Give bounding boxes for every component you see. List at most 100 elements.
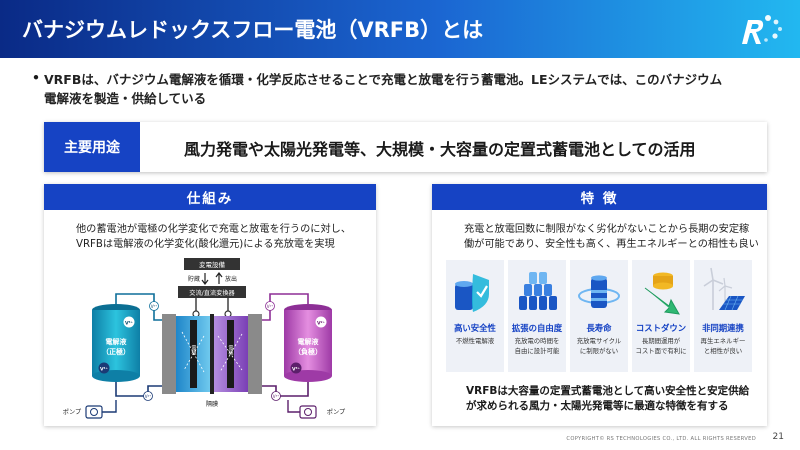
feature-title: 高い安全性 [454,323,496,333]
coin-down-icon [644,272,680,315]
feature-title: 拡張の自由度 [511,323,563,333]
electrode-right-label: 電極 [228,345,234,356]
feature-title: 長寿命 [586,323,612,333]
right-tank-ion-v3 [290,362,302,374]
intro-bullet: • [32,70,40,85]
mechanism-desc-line-1: 他の蓄電池が電極の化学変化で充電と放電を行うのに対し、 [76,224,352,235]
svg-text:V⁵⁺: V⁵⁺ [151,304,157,309]
converter-label: 交流/直流変換器 [189,289,235,297]
right-tank-label-2: （負極） [294,347,322,356]
right-tank-label-1: 電解液 [298,337,320,346]
feature-list: 高い安全性 不燃性電解液 拡張の自由度 充放電の時間を [446,260,752,372]
features-desc-line-1: 充電と放電回数に制限がなく劣化がないことから長期の安定稼 [464,224,750,235]
feature-item: 長寿命 充放電サイクル に制限がない [570,260,628,372]
ion-flow-right [217,333,243,373]
ion-flow-left [181,331,205,373]
feature-desc: 充放電の時間を 自由に設計可能 [508,336,566,356]
feature-desc-line-2: 自由に設計可能 [514,347,560,355]
pipe-right-ion-v3 [271,391,281,401]
feature-title: コストダウン [635,323,687,333]
conclusion-line-2: が求められる風力・太陽光発電等に最適な特徴を有する [466,400,729,412]
intro-line-2: 電解液を製造・供給している [44,91,207,106]
feature-title: 非同期連携 [702,323,744,333]
electrode-left-label: 電極 [191,345,197,356]
svg-text:V⁴⁺: V⁴⁺ [145,394,151,399]
stack-icon [519,272,557,310]
pump-left-icon [85,400,117,419]
feature-desc-line-2: と相性が良い [703,347,743,355]
feature-item: 高い安全性 不燃性電解液 [446,260,504,372]
feature-desc: 不燃性電解液 [446,336,504,346]
features-desc-line-2: 働が可能であり、安全性も高く、再生エネルギーとの相性も良い [464,239,759,250]
svg-text:V²⁺: V²⁺ [317,321,326,327]
header-bar: バナジウムレドックスフロー電池（VRFB）とは [0,0,800,58]
feature-desc-line-1: 充放電サイクル [576,337,622,345]
main-use-box: 主要用途 風力発電や太陽光発電等、大規模・大容量の定置式蓄電池としての活用 [44,122,767,172]
copyright: COPYRIGHT© RS TECHNOLOGIES CO., LTD. ALL… [566,436,756,442]
pump-right-icon [287,400,317,419]
conclusion-line-1: VRFBは大容量の定置式蓄電池として高い安全性と安定供給 [466,385,750,397]
svg-text:V⁵⁺: V⁵⁺ [125,321,134,327]
features-conclusion: VRFBは大容量の定置式蓄電池として高い安全性と安定供給 が求められる風力・太陽… [466,384,749,414]
feature-desc-line-1: 充放電の時間を [514,337,560,345]
right-tank-ion-v2 [315,316,327,328]
intro-line-1: VRFBは、バナジウム電解液を循環・化学反応させることで充電と放電を行う蓄電池。… [44,72,723,87]
vrfb-diagram: 変電設備 貯蔵 放出 交流/直流変換器 電解液 （正極） V⁵⁺ V⁴⁺ 電解液… [63,258,346,419]
shield-icon [455,274,489,312]
intro-text: VRFBは、バナジウム電解液を循環・化学反応させることで充電と放電を行う蓄電池。… [44,70,764,108]
mechanism-description: 他の蓄電池が電極の化学変化で充電と放電を行うのに対し、 VRFBは電解液の化学変… [76,222,351,252]
pipe-left-ion-v4 [143,391,153,401]
pipe-left-bottom [115,382,166,397]
battery-cycle-icon [578,275,620,308]
features-description: 充電と放電回数に制限がなく劣化がないことから長期の安定稼 働が可能であり、安全性… [464,222,759,252]
feature-desc: 長期間運用が コスト面で有利に [632,336,690,356]
wind-solar-icon [703,267,745,311]
discharge-label: 放出 [225,275,237,283]
svg-text:V³⁺: V³⁺ [292,367,301,373]
discharge-arrow [215,272,223,284]
membrane-label: 隔膜 [206,400,218,408]
feature-item: 非同期連携 再生エネルギー と相性が良い [694,260,752,372]
pipe-left-ion-v5 [149,301,159,311]
pump-right-label: ポンプ [327,408,346,416]
converter-box [178,286,246,298]
membrane [210,314,214,394]
left-tank-label-2: （正極） [102,347,130,356]
pipe-right-top [258,293,309,321]
feature-desc-line-2: に制限がない [579,347,619,355]
svg-text:V³⁺: V³⁺ [273,394,279,399]
left-tank-ion-v4 [98,362,110,374]
pipe-left-top [115,293,166,321]
feature-desc-line-2: コスト面で有利に [635,347,687,355]
substation-box [184,258,240,270]
feature-desc: 充放電サイクル に制限がない [570,336,628,356]
feature-desc: 再生エネルギー と相性が良い [694,336,752,356]
substation-label: 変電設備 [199,260,226,269]
end-plate-right [248,314,262,394]
svg-text:V²⁺: V²⁺ [267,304,273,309]
feature-desc-line-1: 不燃性電解液 [455,337,495,345]
feature-desc-line-1: 再生エネルギー [700,337,746,345]
charge-label: 貯蔵 [188,275,200,283]
features-panel: 特 徴 充電と放電回数に制限がなく劣化がないことから長期の安定稼 働が可能であり… [432,184,767,426]
main-use-label: 主要用途 [44,122,140,172]
charge-arrow [201,273,209,285]
mechanism-desc-line-2: VRFBは電解液の化学変化(酸化還元)による充放電を実現 [76,239,335,250]
page-number: 21 [772,432,784,442]
pipe-right-bottom [258,382,309,397]
svg-text:V⁴⁺: V⁴⁺ [100,367,109,373]
company-logo-icon [742,15,782,44]
end-plate-left [162,314,176,394]
pipe-right-ion-v2 [265,301,275,311]
feature-item: 拡張の自由度 充放電の時間を 自由に設計可能 [508,260,566,372]
feature-desc-line-1: 長期間運用が [641,337,681,345]
features-title: 特 徴 [432,184,767,210]
left-tank-ion-v5 [123,316,135,328]
mechanism-panel: 仕組み 他の蓄電池が電極の化学変化で充電と放電を行うのに対し、 VRFBは電解液… [44,184,376,426]
mechanism-title: 仕組み [44,184,376,210]
main-use-text: 風力発電や太陽光発電等、大規模・大容量の定置式蓄電池としての活用 [184,140,696,159]
page-title: バナジウムレドックスフロー電池（VRFB）とは [22,18,484,42]
feature-item: コストダウン 長期間運用が コスト面で有利に [632,260,690,372]
left-tank-label-1: 電解液 [106,337,128,346]
pump-left-label: ポンプ [63,408,82,416]
